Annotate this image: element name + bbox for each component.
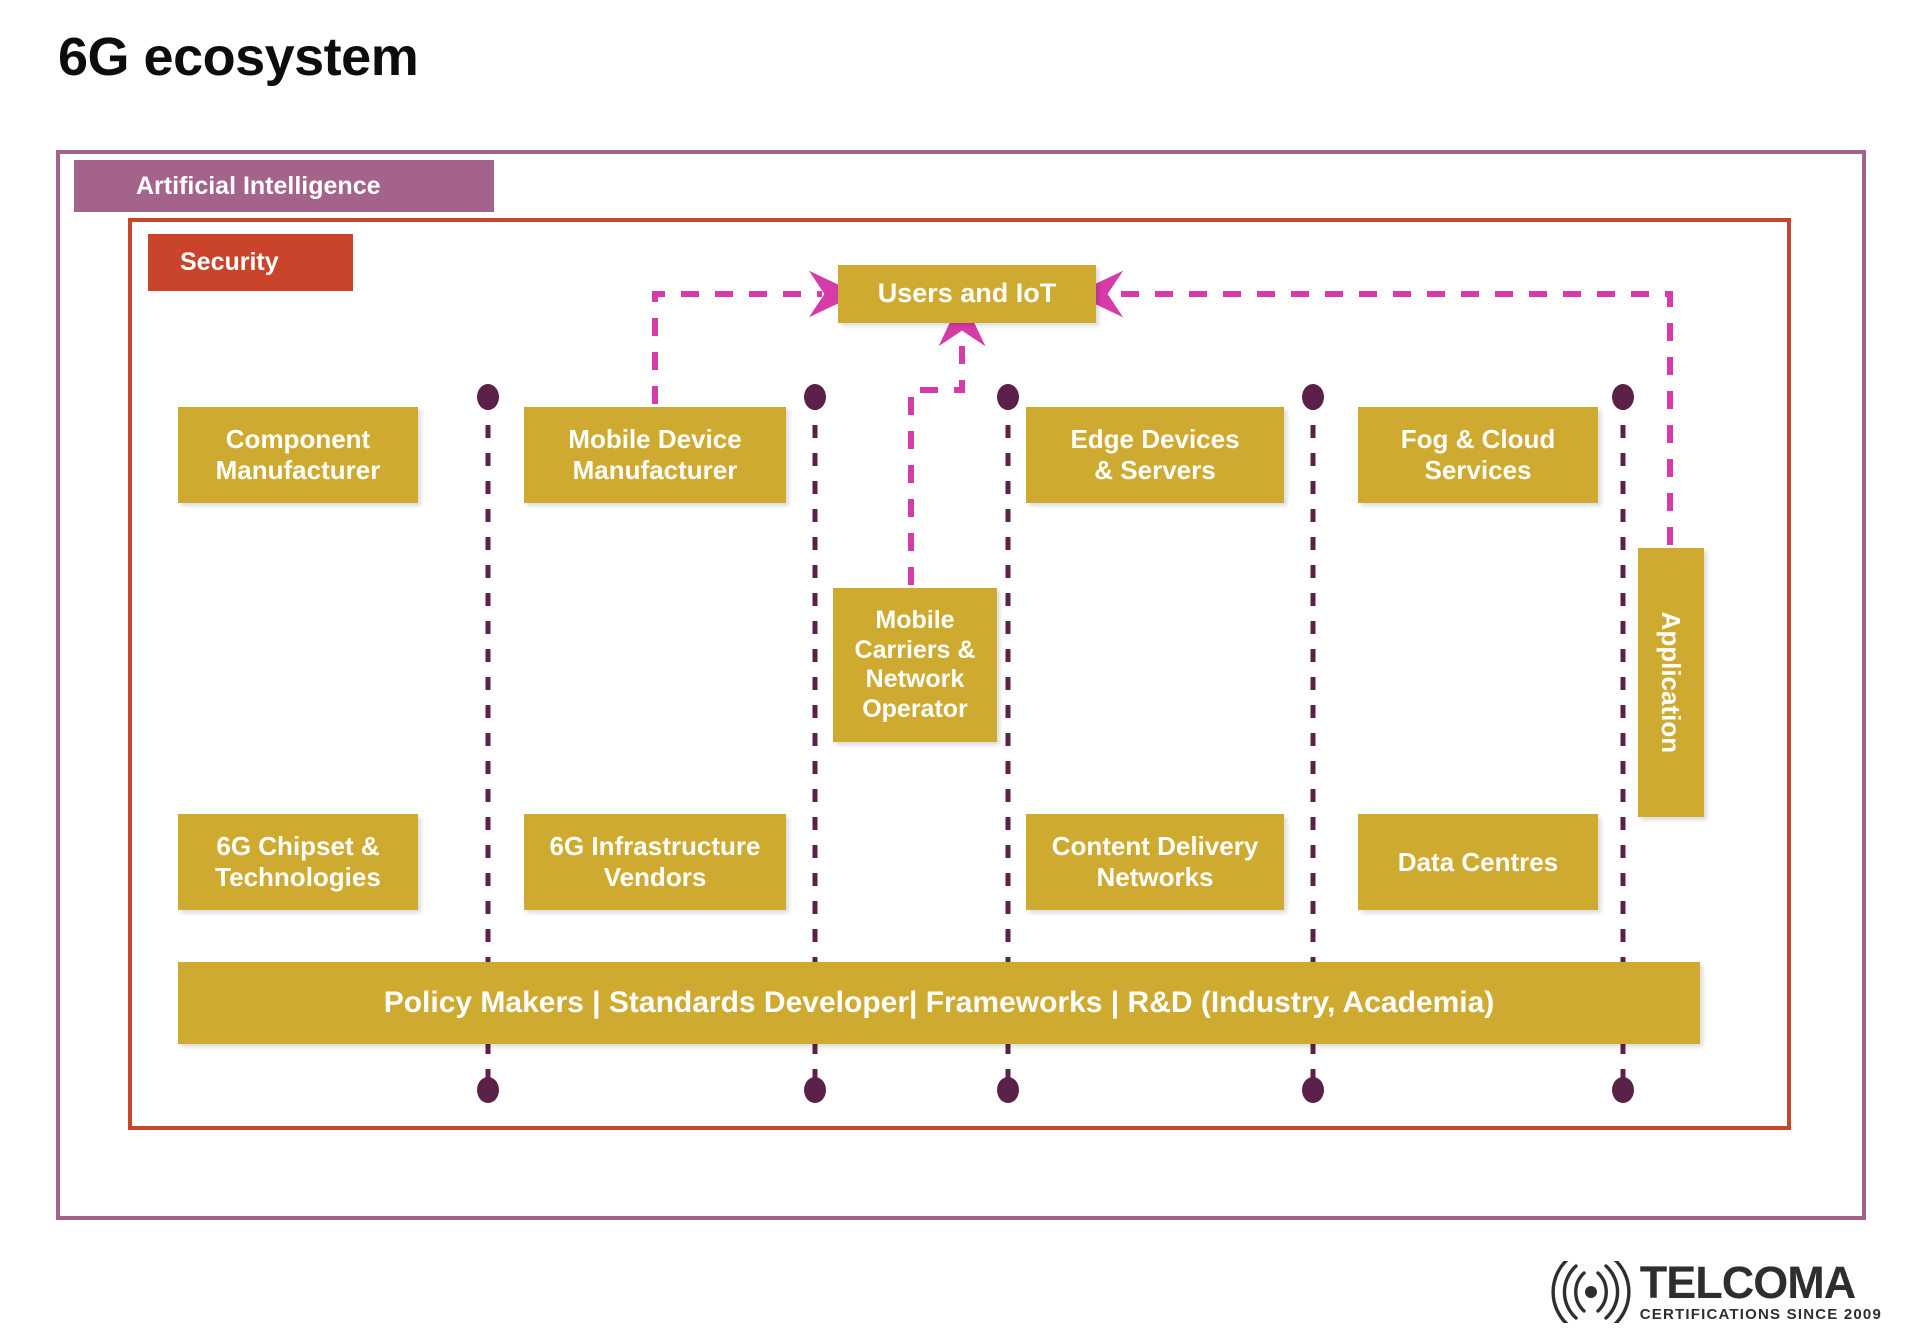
page-title: 6G ecosystem (58, 27, 419, 87)
box-label: Mobile Device Manufacturer (568, 424, 742, 485)
signal-waves-icon (1551, 1261, 1631, 1323)
box-label: Fog & Cloud Services (1400, 424, 1556, 485)
box-label: 6G Infrastructure Vendors (549, 831, 761, 892)
box-label: Users and IoT (877, 278, 1057, 309)
box-label: Component Manufacturer (215, 424, 381, 485)
box-6g-infrastructure-vendors[interactable]: 6G Infrastructure Vendors (524, 814, 786, 910)
box-data-centres[interactable]: Data Centres (1358, 814, 1598, 910)
box-label: Edge Devices & Servers (1070, 424, 1240, 485)
box-mobile-device-manufacturer[interactable]: Mobile Device Manufacturer (524, 407, 786, 503)
box-mobile-carriers-network-operator[interactable]: Mobile Carriers & Network Operator (833, 588, 997, 742)
box-label: Content Delivery Networks (1051, 831, 1259, 892)
security-label: Security (148, 234, 353, 291)
box-component-manufacturer[interactable]: Component Manufacturer (178, 407, 418, 503)
box-users-and-iot[interactable]: Users and IoT (838, 265, 1096, 323)
box-content-delivery-networks[interactable]: Content Delivery Networks (1026, 814, 1284, 910)
box-policy-makers-bar[interactable]: Policy Makers | Standards Developer| Fra… (178, 962, 1700, 1044)
telcoma-logo: TELCOMA CERTIFICATIONS SINCE 2009 (1548, 1256, 1882, 1324)
box-label: 6G Chipset & Technologies (215, 831, 381, 892)
artificial-intelligence-label: Artificial Intelligence (74, 160, 494, 212)
box-application[interactable]: Application (1638, 548, 1704, 817)
box-label: Mobile Carriers & Network Operator (854, 606, 976, 723)
box-label: Policy Makers | Standards Developer| Fra… (383, 986, 1495, 1020)
box-fog-and-cloud-services[interactable]: Fog & Cloud Services (1358, 407, 1598, 503)
box-edge-devices-and-servers[interactable]: Edge Devices & Servers (1026, 407, 1284, 503)
box-label: Application (1656, 611, 1687, 754)
logo-wordmark: TELCOMA (1639, 1256, 1856, 1308)
logo-tagline: CERTIFICATIONS SINCE 2009 (1639, 1306, 1882, 1324)
box-label: Data Centres (1397, 846, 1559, 877)
box-6g-chipset-technologies[interactable]: 6G Chipset & Technologies (178, 814, 418, 910)
